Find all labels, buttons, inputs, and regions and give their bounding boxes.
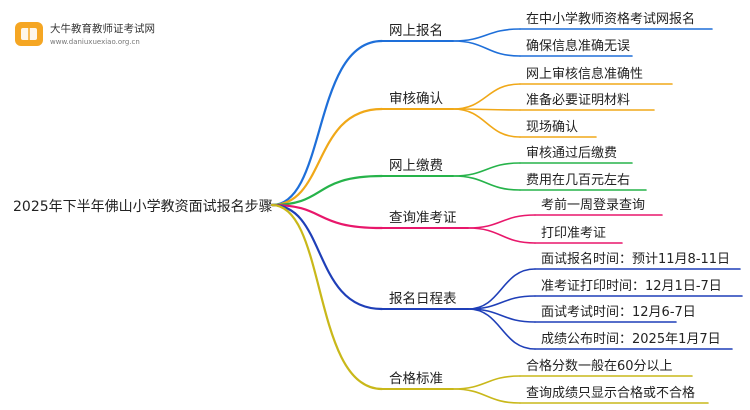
branch-label: 网上缴费 [389, 158, 443, 174]
branch-label: 合格标准 [389, 371, 443, 387]
branch-node: 网上缴费 [389, 158, 443, 174]
leaf-label: 现场确认 [526, 120, 578, 135]
logo-url: www.daniuxuexiao.org.cn [50, 38, 140, 46]
leaf-label: 网上审核信息准确性 [526, 66, 643, 82]
leaf-label: 成绩公布时间：2025年1月7日 [541, 332, 721, 347]
connector-line [467, 214, 536, 229]
connector-line [452, 175, 521, 191]
leaf-label: 在中小学教师资格考试网报名 [526, 11, 695, 27]
connector-line [452, 162, 521, 177]
leaf-label: 查询成绩只显示合格或不合格 [526, 385, 695, 401]
connector-line [452, 83, 521, 110]
connector-line [270, 39, 384, 207]
site-logo: 大牛教育教师证考试网 www.daniuxuexiao.org.cn [15, 22, 155, 46]
branch-label: 报名日程表 [389, 291, 457, 307]
connector-line [452, 375, 521, 390]
connector-line [467, 227, 536, 244]
branch-node: 审核确认 [389, 91, 443, 107]
connector-line [452, 108, 521, 138]
leaf-label: 确保信息准确无误 [526, 38, 630, 54]
leaf-label: 准考证打印时间：12月1日-7日 [541, 279, 722, 294]
connector-line [452, 40, 521, 57]
leaf-label: 准备必要证明材料 [526, 92, 630, 108]
connector-line [452, 28, 521, 42]
logo-title: 大牛教育教师证考试网 [50, 22, 155, 35]
connector-line [270, 203, 384, 311]
connector-line [270, 174, 384, 207]
branch-label: 查询准考证 [389, 210, 457, 226]
root-node: 2025年下半年佛山小学教资面试报名步骤 [13, 199, 273, 215]
leaf-label: 打印准考证 [541, 226, 606, 241]
branch-node: 查询准考证 [389, 210, 457, 226]
leaf-label: 费用在几百元左右 [526, 173, 630, 188]
leaf-label: 合格分数一般在60分以上 [526, 358, 673, 374]
branch-label: 网上报名 [389, 23, 443, 39]
root-label: 2025年下半年佛山小学教资面试报名步骤 [13, 199, 273, 215]
connector-line [270, 203, 384, 230]
leaf-label: 面试考试时间：12月6-7日 [541, 305, 696, 320]
connector-line [467, 308, 536, 350]
connector-line [270, 107, 384, 207]
connector-line [467, 268, 536, 310]
connector-line [270, 203, 384, 391]
connector-line [452, 388, 521, 404]
leaf-label: 审核通过后缴费 [526, 146, 617, 161]
leaf-label: 面试报名时间：预计11月8-11日 [541, 251, 730, 267]
branch-node: 报名日程表 [389, 291, 457, 307]
connector-lines [270, 28, 743, 404]
branch-node: 合格标准 [389, 371, 443, 387]
branch-node: 网上报名 [389, 23, 443, 39]
branch-label: 审核确认 [389, 91, 443, 107]
leaf-label: 考前一周登录查询 [541, 197, 645, 213]
